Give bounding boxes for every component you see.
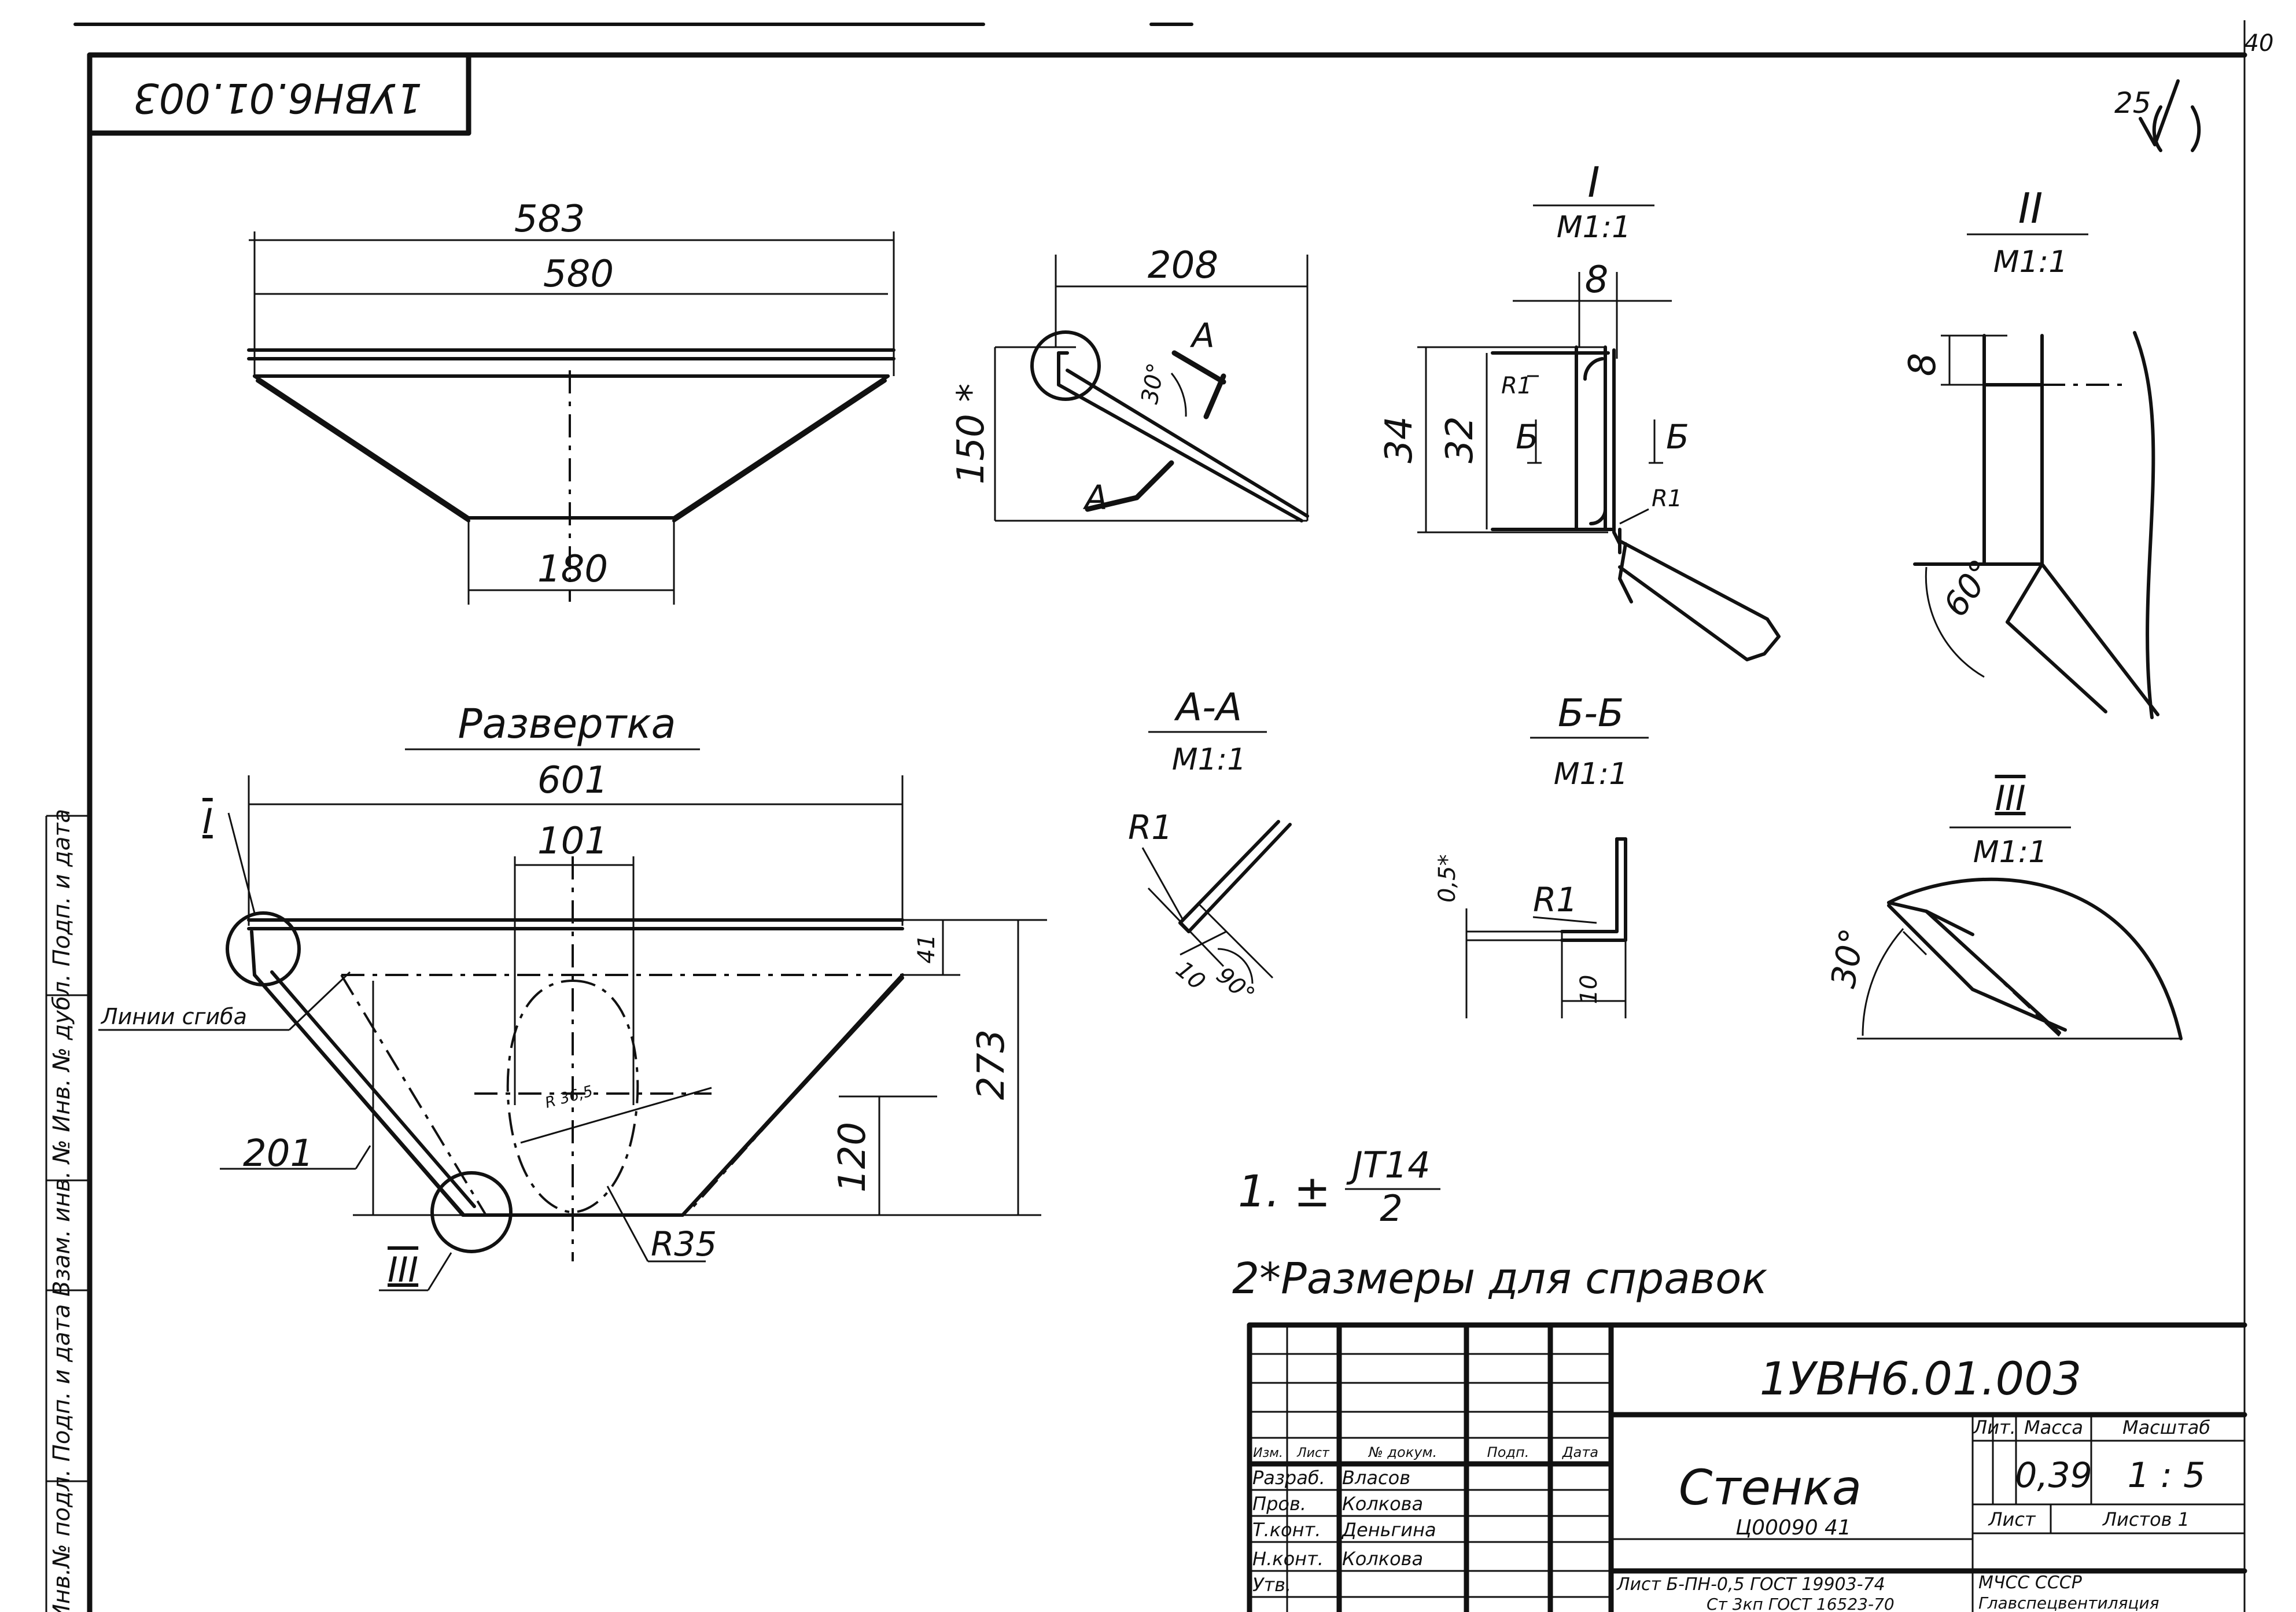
tb-row-3-name: Деньгина bbox=[1341, 1519, 1436, 1541]
tb-mass: 0,39 bbox=[2015, 1455, 2092, 1496]
section-aa-angle-90: 90° bbox=[1211, 962, 1260, 1009]
development-radius-r35: R35 bbox=[651, 1224, 717, 1264]
note-1-denominator: 2 bbox=[1380, 1187, 1402, 1230]
tb-designation: 1УВН6.01.003 bbox=[1760, 1353, 2082, 1405]
dim-580: 580 bbox=[543, 253, 614, 296]
drawing-frame bbox=[73, 20, 2247, 1612]
development-dim-101: 101 bbox=[537, 820, 608, 863]
development-view bbox=[98, 775, 1047, 1291]
side-view bbox=[994, 255, 1309, 522]
section-aa-dim-10: 10 bbox=[1171, 956, 1211, 995]
dim-583: 583 bbox=[514, 198, 585, 241]
tb-sheets-label: Листов 1 bbox=[2102, 1508, 2190, 1530]
angle-30: 30° bbox=[1137, 361, 1170, 406]
section-aa bbox=[1141, 820, 1292, 984]
development-title: Развертка bbox=[458, 700, 676, 748]
title-block bbox=[1247, 1322, 2247, 1612]
tb-role-head-3: № докум. bbox=[1368, 1444, 1437, 1460]
tb-row-5-role: Утв. bbox=[1252, 1574, 1291, 1596]
roughness-symbol: 25 bbox=[2114, 79, 2201, 152]
tb-org-2: Главспецвентиляция bbox=[1978, 1593, 2159, 1612]
dim-150: 150 * bbox=[950, 384, 993, 485]
section-mark-a-bottom: А bbox=[1082, 478, 1108, 517]
section-bb-scale: М1:1 bbox=[1554, 757, 1628, 792]
detail-1-radius-top: R1 bbox=[1501, 373, 1532, 399]
development-callout-1: I bbox=[202, 801, 213, 842]
section-bb bbox=[1465, 837, 1627, 1018]
note-1-prefix: 1. ± bbox=[1238, 1165, 1331, 1217]
section-bb-dim-05: 0,5* bbox=[1434, 854, 1461, 903]
tb-header-scale: Масштаб bbox=[2122, 1416, 2210, 1438]
development-dim-273: 273 bbox=[970, 1029, 1013, 1100]
detail-3-roman: III bbox=[1995, 778, 2025, 819]
detail-1-dim-32: 32 bbox=[1439, 416, 1481, 463]
tb-row-2-name: Колкова bbox=[1342, 1493, 1423, 1515]
tb-role-head-4: Подп. bbox=[1487, 1444, 1530, 1460]
dim-208: 208 bbox=[1148, 244, 1218, 287]
development-radius-r365: R 36,5 bbox=[543, 1083, 595, 1112]
section-aa-title: А-А bbox=[1174, 685, 1242, 730]
tb-role-head-2: Лист bbox=[1296, 1446, 1330, 1460]
section-bb-title: Б-Б bbox=[1558, 691, 1624, 735]
tb-org-1: МЧСС СССР bbox=[1978, 1573, 2083, 1593]
section-aa-scale: М1:1 bbox=[1172, 742, 1247, 777]
tb-row-4-role: Н.конт. bbox=[1252, 1548, 1324, 1570]
tb-row-1-name: Власов bbox=[1342, 1467, 1410, 1489]
development-label-bend-lines: Линии сгиба bbox=[100, 1004, 247, 1029]
tb-part-name: Стенка bbox=[1679, 1459, 1862, 1516]
tb-scale-value: 1 : 5 bbox=[2128, 1455, 2206, 1496]
detail-1-roman: I bbox=[1587, 158, 1600, 207]
detail-2-scale: М1:1 bbox=[1993, 245, 2068, 279]
detail-1-scale: М1:1 bbox=[1557, 210, 1631, 245]
detail-2 bbox=[1913, 331, 2159, 719]
detail-1-radius-bottom: R1 bbox=[1652, 485, 1682, 512]
note-1-numerator: JT14 bbox=[1346, 1144, 1430, 1186]
tb-row-3-role: Т.конт. bbox=[1252, 1519, 1321, 1541]
section-bb-radius: R1 bbox=[1533, 880, 1578, 919]
detail-3 bbox=[1857, 877, 2183, 1040]
tb-sheet-label: Лист bbox=[1988, 1508, 2036, 1530]
tb-header-lit: Лит. bbox=[1973, 1416, 2016, 1438]
detail-1-dim-34: 34 bbox=[1378, 416, 1421, 463]
corner-page-number: 40 bbox=[2245, 30, 2274, 57]
tb-row-2-role: Пров. bbox=[1252, 1493, 1306, 1515]
side-strip-text: Инв.№ подл. Подп. и дата Взам. инв. № Ин… bbox=[49, 809, 75, 1612]
section-bb-dim-10: 10 bbox=[1576, 975, 1602, 1004]
development-callout-3: III bbox=[388, 1250, 418, 1290]
tb-code: Ц00090 41 bbox=[1735, 1516, 1851, 1540]
detail-2-dim-8: 8 bbox=[1901, 353, 1944, 377]
detail-2-roman: II bbox=[2018, 184, 2043, 233]
tb-role-head-5: Дата bbox=[1562, 1444, 1598, 1460]
tb-header-mass: Масса bbox=[2024, 1416, 2083, 1438]
detail-1-section-b-left: Б bbox=[1516, 417, 1539, 457]
roughness-value: 25 bbox=[2114, 86, 2151, 120]
detail-1-section-b-right: Б bbox=[1666, 417, 1689, 457]
dim-180: 180 bbox=[537, 548, 608, 591]
development-dim-201: 201 bbox=[243, 1132, 314, 1175]
development-dim-601: 601 bbox=[537, 759, 608, 802]
side-strip bbox=[45, 815, 90, 1612]
detail-1-dim-8: 8 bbox=[1585, 259, 1609, 301]
development-dim-120: 120 bbox=[831, 1122, 874, 1193]
drawing-number-rotated: 1УВН6.01.003 bbox=[133, 74, 422, 122]
tb-row-4-name: Колкова bbox=[1342, 1548, 1423, 1570]
technical-notes: 1. ± JT14 2 2*Размеры для справок bbox=[1232, 1144, 1767, 1304]
tb-material-2: Ст 3кп ГОСТ 16523-70 bbox=[1707, 1595, 1895, 1612]
detail-3-angle-30: 30° bbox=[1823, 925, 1873, 991]
development-dim-41: 41 bbox=[913, 934, 940, 964]
section-mark-a-top: А bbox=[1189, 316, 1215, 355]
tb-row-1-role: Разраб. bbox=[1252, 1467, 1325, 1489]
front-view bbox=[247, 231, 895, 605]
tb-role-head-1: Изм. bbox=[1253, 1446, 1283, 1460]
section-aa-radius: R1 bbox=[1128, 808, 1173, 847]
detail-3-scale: М1:1 bbox=[1973, 835, 2048, 870]
detail-1 bbox=[1417, 272, 1781, 661]
tb-material-1: Лист Б-ПН-0,5 ГОСТ 19903-74 bbox=[1616, 1574, 1885, 1595]
note-2-reference-dims: 2*Размеры для справок bbox=[1232, 1254, 1767, 1304]
